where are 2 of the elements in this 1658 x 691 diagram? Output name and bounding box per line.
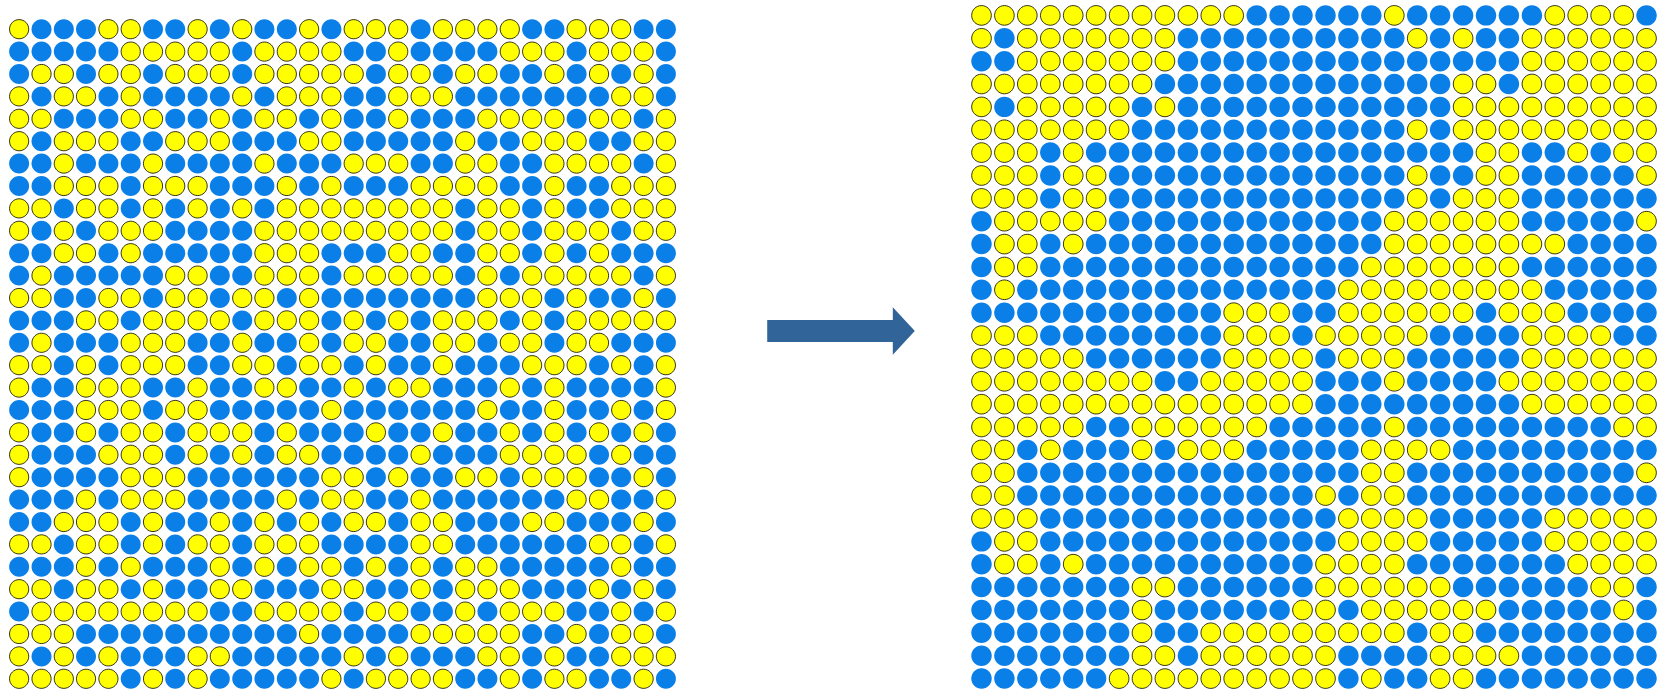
dot-grid-drawing bbox=[971, 5, 1657, 689]
dot-grid-drawing bbox=[9, 19, 676, 689]
